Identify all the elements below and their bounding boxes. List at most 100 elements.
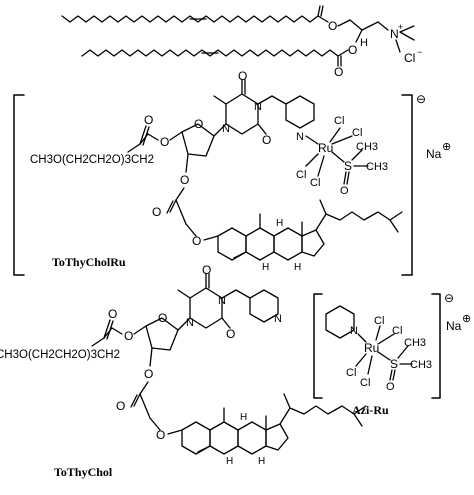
tothycholru-cl3: Cl [296,169,306,181]
tothycholru-sugar-o: O [194,117,203,131]
tothycholru-structure: ⊖ Na ⊕ CH3O(CH2CH2O)3CH2 O O O O O O N N… [13,69,451,276]
lipid-upper-carbonyl [317,5,321,17]
tothychol-iso-me [353,413,363,427]
aziru-ru-cl4 [367,355,373,375]
tothychol-c2-o [221,317,231,329]
tothychol-cholesterol: H H H [181,393,367,467]
tothycholru-so [343,171,347,185]
aziru-s: S [390,357,398,371]
tothycholru-iso-me [389,219,399,233]
tothychol-linker-carbonyl-2 [130,394,138,408]
tothycholru-c2-o [257,123,267,135]
tothychol-ring-c [237,421,267,455]
lipid-n: N [390,27,399,41]
lipid-n-methyl-2 [399,31,415,41]
lipid-cl-charge: − [417,47,422,57]
aziru-ru: Ru [364,341,379,355]
aziru-cl1: Cl [374,315,384,327]
tothychol-ester-o: O [124,329,133,343]
tothychol-structure: CH3O(CH2CH2O)3CH2 O O O O O O N N O O [0,263,367,479]
lipid-upper-carbonyl-2 [320,5,324,17]
tothychol-ring-d [265,423,289,451]
tothycholru-linker-carbonyl [169,199,177,213]
lipid-lower-chain [81,49,339,57]
lipid-lower-ester-bond [337,49,349,57]
tothychol-chol-o: O [156,428,165,442]
tothychol-h9: H [240,412,247,423]
tothycholru-linker-1 [175,187,185,201]
tothycholru-chol-o: O [192,234,201,248]
tothycholru-ring-d [301,229,325,257]
aziru-ru-cl1 [375,325,381,341]
tothycholru-ru-cl2 [331,135,353,145]
lipid-n-methyl-1 [399,25,415,33]
tothycholru-side-chain [315,211,403,231]
tothycholru-cl4: Cl [310,177,320,189]
aziru-ch3a: CH3 [404,337,426,349]
tothycholru-me-21 [319,199,327,215]
tothycholru-n-ru [305,135,319,145]
tothycholru-linker-3 [185,223,197,237]
aziru-so [389,369,393,381]
tothycholru-n1-bond [213,123,227,137]
tothychol-me-21 [283,393,291,409]
tothychol-n1-bond [177,317,191,331]
tothychol-linker-1 [139,381,149,395]
tothychol-3o: O [144,367,153,381]
aziru-bracket-charge: ⊖ [444,291,454,305]
tothycholru-so-2 [346,171,350,185]
aziru-s-ch3a [397,345,409,359]
aziru-right-bracket [431,293,441,399]
tothycholru-methyl [213,95,227,105]
aziru-so-2 [392,369,396,381]
lipid-glycerol-3 [361,21,379,31]
tothycholru-linker-carbonyl-o: O [152,205,161,219]
lipid-lower-o: O [348,43,357,57]
tothycholru-ring-a [217,227,247,261]
tothychol-deoxyribose-ring [145,317,179,351]
aziru-name: Azi-Ru [352,403,389,417]
tothycholru-carbonyl-2 [142,126,150,146]
tothycholru-ester-o: O [160,135,169,149]
tothychol-ring-a [181,421,211,455]
tothycholru-name: ToThyCholRu [52,255,126,269]
tothychol-h8: H [226,456,233,467]
tothychol-name: ToThyChol [54,465,113,479]
tothychol-peg-chain: CH3O(CH2CH2O)3CH2 [0,349,120,361]
tothycholru-ru-cl3 [305,153,319,167]
tothychol-linker-carbonyl [133,393,141,407]
aziru-pyridine-ring [325,305,355,339]
aziru-cl3: Cl [346,367,356,379]
lipid-h: H [360,37,368,49]
tothychol-carbonyl-2 [106,320,114,340]
lipid-ch2-n [377,21,389,31]
tothychol-linker-3 [149,417,161,431]
tothycholru-peg-bond [127,143,141,153]
tothycholru-ch3a: CH3 [356,141,378,153]
lipid-n-charge: + [398,22,403,32]
tothycholru-left-bracket [13,94,25,276]
tothychol-linker-carbonyl-o: O [116,399,125,413]
tothychol-carbonyl-o: O [108,307,117,321]
tothychol-methyl [177,289,191,299]
tothycholru-h14: H [294,262,301,273]
tothycholru-h8: H [262,262,269,273]
tothycholru-c2-oxygen: O [262,133,271,147]
tothycholru-db [233,251,247,259]
tothychol-pyridine-ring [249,289,279,323]
aziru-ru-cl2 [377,333,395,345]
tothycholru-bracket-charge: ⊖ [416,92,426,106]
tothycholru-ru: Ru [318,141,333,155]
tothycholru-ch3b: CH3 [366,161,388,173]
tothychol-3o-bond [149,347,153,367]
lipid-glycerol-1 [337,19,351,27]
aziru-na-charge: ⊕ [462,313,471,325]
tothycholru-ring-c [273,227,303,261]
tothycholru-py-n: N [296,131,304,143]
tothychol-ester-o-bond [111,327,123,335]
tothycholru-linker-2 [175,199,187,225]
tothycholru-s-oxygen: O [340,185,349,197]
aziru-cl4: Cl [360,377,370,389]
tothycholru-ch2-py [271,95,287,105]
